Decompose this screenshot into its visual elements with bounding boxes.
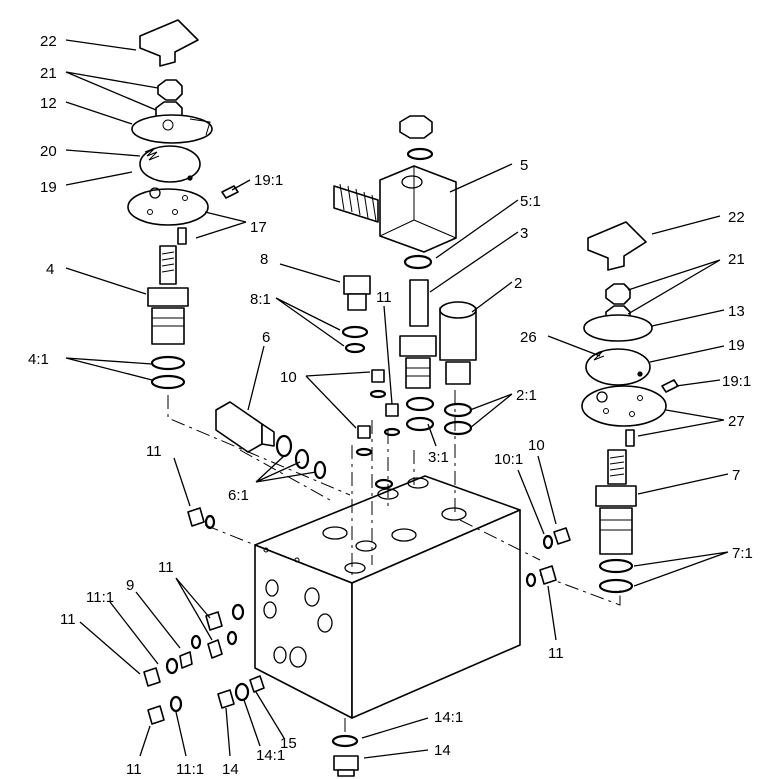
callout-label: 15 bbox=[280, 735, 297, 752]
callout-label: 11 bbox=[60, 611, 76, 628]
callout-label: 14 bbox=[222, 761, 239, 778]
callout-label: 5:1 bbox=[520, 193, 541, 210]
callout-label: 10 bbox=[280, 369, 297, 386]
bottom-plug bbox=[331, 734, 359, 777]
callout-label: 14:1 bbox=[256, 747, 285, 764]
callout-label: 12 bbox=[40, 95, 57, 112]
callout-label: 22 bbox=[40, 33, 57, 50]
callout-label: 11 bbox=[376, 289, 392, 306]
callout-label: 8 bbox=[260, 251, 268, 268]
callout-label: 17 bbox=[250, 219, 267, 236]
callout-label: 7:1 bbox=[732, 545, 753, 562]
callout-label: 3:1 bbox=[428, 449, 449, 466]
callout-label: 27 bbox=[728, 413, 745, 430]
callout-label: 26 bbox=[520, 329, 537, 346]
callout-label: 19 bbox=[40, 179, 57, 196]
right-plugs bbox=[525, 527, 571, 588]
solenoid-assembly bbox=[333, 115, 477, 436]
callout-label: 19:1 bbox=[254, 172, 283, 189]
callout-label: 6 bbox=[262, 329, 270, 346]
assembly-centerlines bbox=[167, 390, 621, 735]
callout-label: 6:1 bbox=[228, 487, 249, 504]
left-valve-stack bbox=[127, 19, 239, 390]
right-valve-stack bbox=[581, 221, 679, 594]
callout-label: 13 bbox=[728, 303, 745, 320]
callout-label: 14:1 bbox=[434, 709, 463, 726]
callout-label: 19 bbox=[728, 337, 745, 354]
callout-label: 11:1 bbox=[176, 761, 204, 778]
callout-label: 11 bbox=[158, 559, 174, 576]
callout-label: 14 bbox=[434, 742, 451, 759]
callout-label: 7 bbox=[732, 467, 740, 484]
callout-label: 2:1 bbox=[516, 387, 537, 404]
leader-lines bbox=[65, 39, 729, 759]
callout-label: 9 bbox=[126, 577, 134, 594]
callout-label: 19:1 bbox=[722, 373, 751, 390]
callout-label: 3 bbox=[520, 225, 528, 242]
center-plugs bbox=[355, 369, 401, 490]
callout-label: 22 bbox=[728, 209, 745, 226]
callout-label: 2 bbox=[514, 275, 522, 292]
plug-8 bbox=[341, 275, 371, 354]
callout-label: 11 bbox=[146, 443, 162, 460]
callout-label: 20 bbox=[40, 143, 57, 160]
manifold-block bbox=[254, 475, 521, 719]
callout-labels: 22 21 12 20 19 19:1 17 4 4:1 5 5:1 3 2 8… bbox=[28, 33, 753, 778]
callout-label: 11 bbox=[548, 645, 564, 662]
callout-label: 10:1 bbox=[494, 451, 523, 468]
callout-label: 10 bbox=[528, 437, 545, 454]
callout-label: 21 bbox=[728, 251, 745, 268]
callout-label: 4 bbox=[46, 261, 54, 278]
left-plugs bbox=[143, 507, 265, 725]
valve-6 bbox=[215, 401, 327, 480]
callout-label: 11:1 bbox=[86, 589, 114, 606]
callout-label: 5 bbox=[520, 157, 528, 174]
callout-label: 21 bbox=[40, 65, 57, 82]
callout-label: 4:1 bbox=[28, 351, 49, 368]
callout-label: 11 bbox=[126, 761, 142, 778]
callout-label: 8:1 bbox=[250, 291, 271, 308]
